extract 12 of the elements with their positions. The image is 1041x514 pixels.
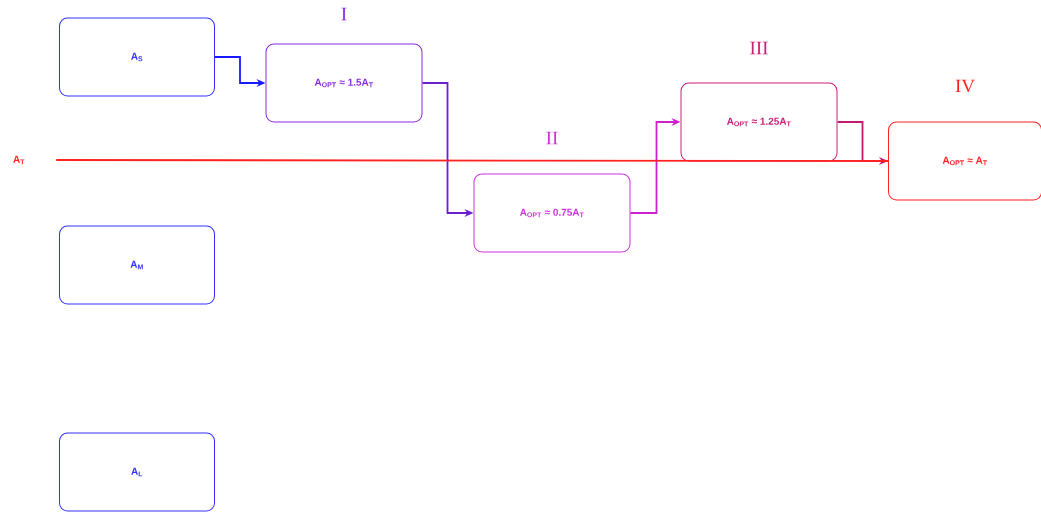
line-label: A$_{T}$	[13, 155, 25, 165]
rounded-box: A$_{L}$	[59, 432, 215, 512]
rounded-box: A$_{M}$	[59, 225, 215, 305]
rounded-box: A$_{OPT}$ ≈ A$_{T}$	[888, 121, 1041, 201]
rounded-box: A$_{OPT}$ ≈ 1.5A$_{T}$	[265, 43, 423, 123]
roman-numeral: II	[546, 131, 558, 145]
roman-numeral: IV	[955, 79, 975, 93]
rounded-box: A$_{OPT}$ ≈ 0.75A$_{T}$	[473, 173, 631, 253]
roman-numeral: III	[750, 41, 768, 55]
rounded-box: A$_{S}$	[59, 17, 215, 97]
roman-numeral: I	[341, 7, 347, 21]
rounded-box: A$_{OPT}$ ≈ 1.25A$_{T}$	[680, 82, 838, 162]
